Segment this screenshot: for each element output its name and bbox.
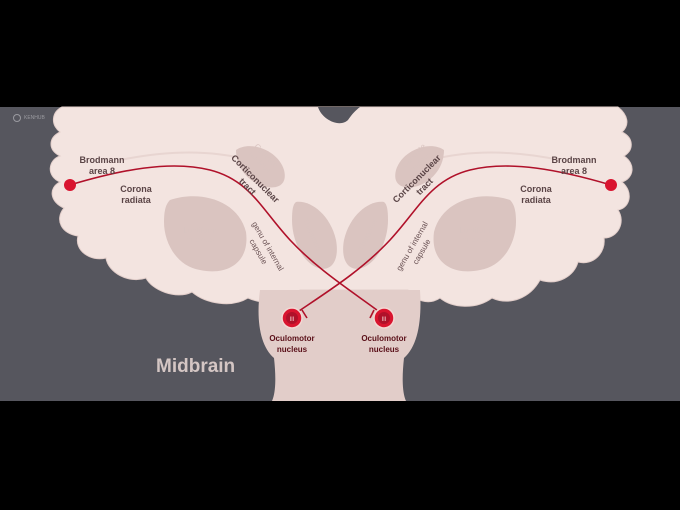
caudate-nucleus-right — [395, 146, 444, 188]
tract-lines — [69, 165, 612, 314]
brodmann-label-right: Brodmann area 8 — [551, 155, 597, 176]
corona-label-left: Corona radiata — [120, 184, 152, 205]
kenhub-logo: KENHUB — [13, 114, 45, 122]
lentiform-nucleus-right — [433, 196, 516, 272]
corona-label-right: Corona radiata — [520, 184, 552, 205]
logo-icon — [13, 114, 21, 122]
oculomotor-nucleus-left — [281, 307, 303, 329]
tract-left — [69, 165, 382, 314]
lentiform-nucleus-left — [164, 196, 247, 272]
nucleus-badge-right: III — [381, 317, 386, 323]
brodmann-node-right — [605, 179, 617, 191]
thalamus-left — [292, 201, 337, 269]
cerebral-hemispheres — [49, 106, 633, 307]
brodmann-node-left — [64, 179, 76, 191]
caudate-nucleus-left — [236, 146, 285, 188]
nucleus-badge-left: III — [289, 317, 294, 323]
logo-text: KENHUB — [24, 115, 45, 121]
oculomotor-label-right: Oculomotor nucleus — [361, 334, 407, 354]
brodmann-label-left: Brodmann area 8 — [79, 155, 125, 176]
deep-nuclei — [164, 146, 516, 272]
tract-right — [295, 165, 612, 314]
lentiform-label-right: Lentiform nucleus — [459, 226, 493, 244]
midbrain-label: Midbrain — [156, 356, 236, 377]
oculomotor-label-left: Oculomotor nucleus — [269, 334, 315, 354]
lentiform-label-left: Lentiform nucleus — [183, 226, 217, 244]
tract-terminals — [301, 309, 375, 319]
oculomotor-nucleus-right — [373, 307, 395, 329]
